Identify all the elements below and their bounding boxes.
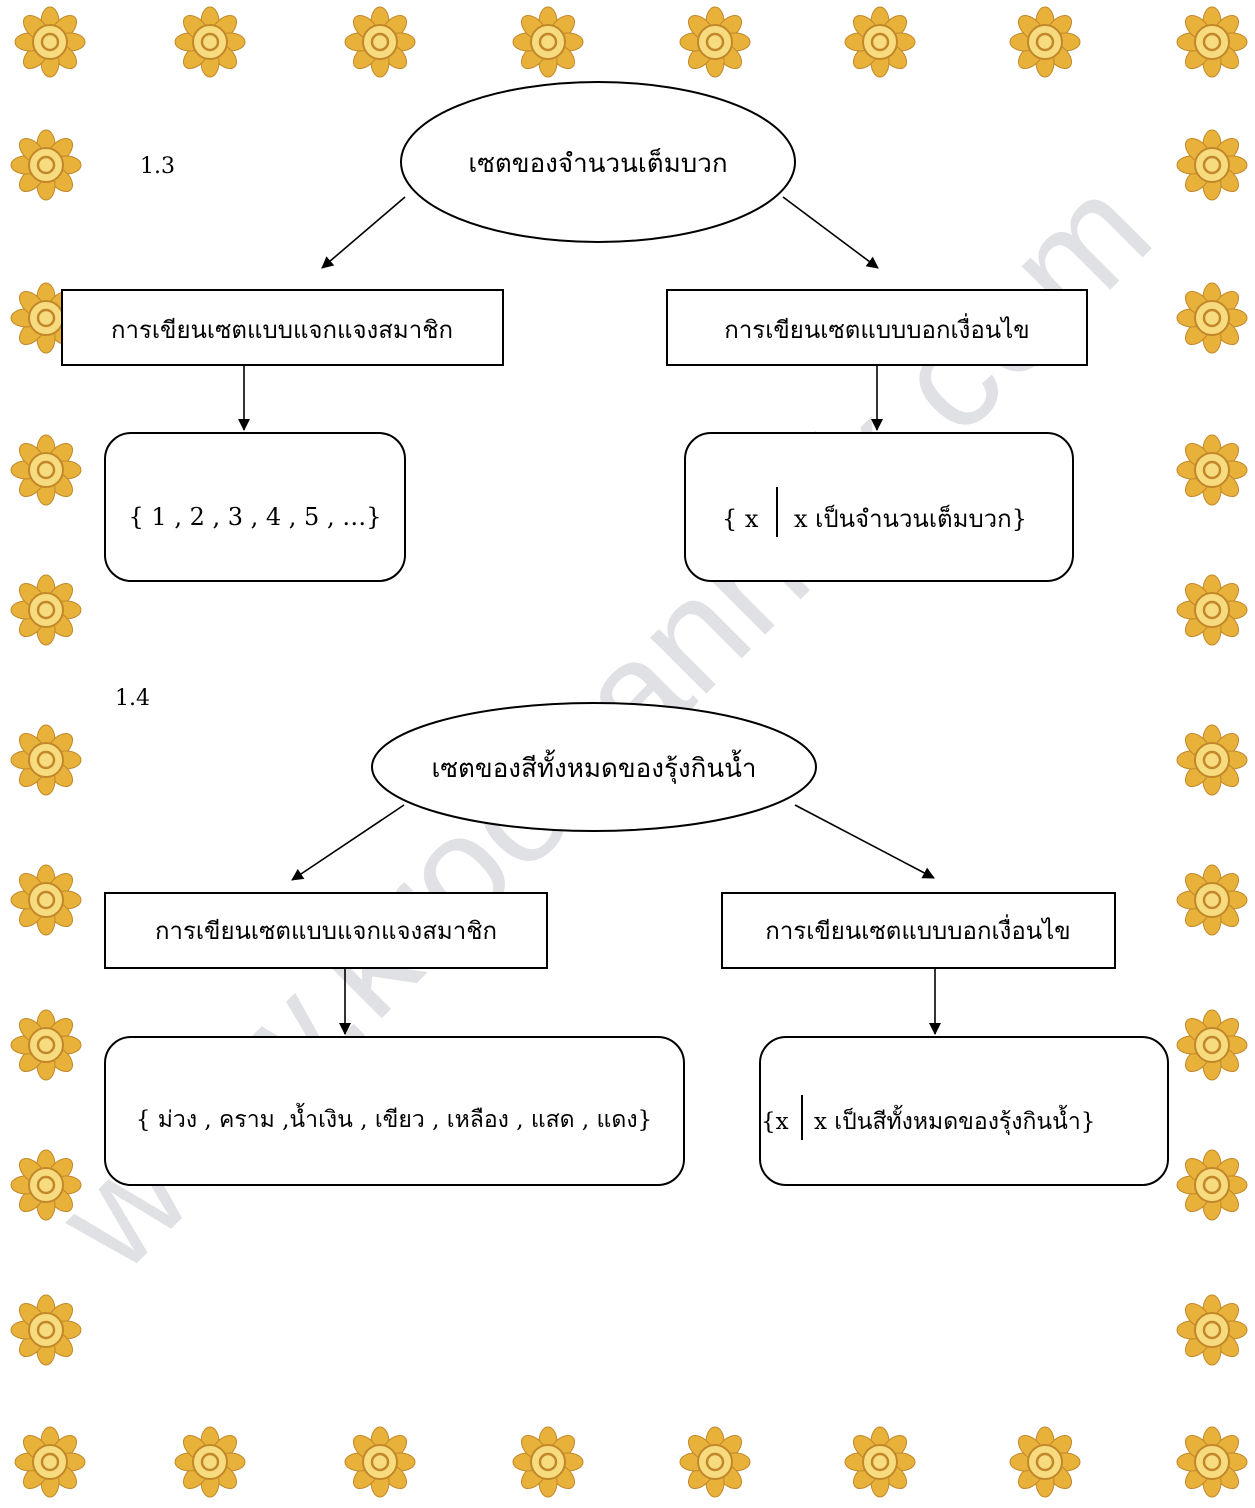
right-example-box [759, 1036, 1169, 1186]
flower-ornament-icon [1009, 6, 1081, 78]
flower-ornament-icon [174, 6, 246, 78]
flower-ornament-icon [14, 6, 86, 78]
root-label: เซตของจำนวนเต็มบวก [468, 147, 727, 179]
flower-ornament-icon [10, 864, 82, 936]
section-number: 1.4 [115, 686, 150, 711]
flower-ornament-icon [1176, 434, 1248, 506]
flower-ornament-icon [1009, 1426, 1081, 1498]
left-example-label: { 1 , 2 , 3 , 4 , 5 , …} [129, 503, 382, 531]
flower-ornament-icon [844, 6, 916, 78]
right-example-lead: {x [761, 1109, 789, 1135]
left-example-box [104, 1036, 685, 1186]
right-example-lead: { x [722, 505, 759, 533]
right-method-box [666, 289, 1088, 366]
left-method-box [104, 892, 548, 969]
flower-ornament-icon [10, 129, 82, 201]
flower-ornament-icon [844, 1426, 916, 1498]
flower-ornament-icon [512, 6, 584, 78]
arrow-root-to-right [782, 196, 879, 269]
flower-ornament-icon [1176, 1009, 1248, 1081]
flower-ornament-icon [1176, 864, 1248, 936]
flower-ornament-icon [10, 1294, 82, 1366]
flower-ornament-icon [1176, 1149, 1248, 1221]
flower-ornament-icon [174, 1426, 246, 1498]
right-example-rule: x เป็นจำนวนเต็มบวก} [794, 504, 1027, 533]
right-example-box [684, 432, 1074, 582]
flower-ornament-icon [10, 434, 82, 506]
flower-ornament-icon [1176, 1426, 1248, 1498]
flower-ornament-icon [679, 1426, 751, 1498]
flower-ornament-icon [1176, 1294, 1248, 1366]
section-number: 1.3 [140, 154, 175, 179]
section-1-3: 1.3 เซตของจำนวนเต็มบวก การเขียนเซตแบบแจก… [61, 81, 1088, 582]
flower-ornament-icon [1176, 574, 1248, 646]
flower-ornament-icon [14, 1426, 86, 1498]
left-method-label: การเขียนเซตแบบแจกแจงสมาชิก [111, 316, 453, 344]
flower-ornament-icon [1176, 6, 1248, 78]
root-ellipse [400, 81, 796, 243]
arrow-root-to-right [794, 804, 935, 879]
flower-border [10, 6, 1248, 1498]
right-method-label: การเขียนเซตแบบบอกเงื่อนไข [724, 313, 1029, 344]
left-method-box [61, 289, 504, 366]
root-label: เซตของสีทั้งหมดของรุ้งกินน้ำ [432, 749, 757, 784]
right-example-rule: x เป็นสีทั้งหมดของรุ้งกินน้ำ} [814, 1105, 1095, 1135]
flower-ornament-icon [344, 6, 416, 78]
flower-ornament-icon [10, 724, 82, 796]
flower-ornament-icon [1176, 724, 1248, 796]
flower-ornament-icon [10, 1009, 82, 1081]
flower-ornament-icon [10, 574, 82, 646]
right-method-label: การเขียนเซตแบบบอกเงื่อนไข [765, 914, 1070, 945]
flower-ornament-icon [344, 1426, 416, 1498]
flower-ornament-icon [10, 1149, 82, 1221]
root-ellipse [371, 702, 817, 832]
arrow-root-to-left [291, 804, 405, 881]
flower-ornament-icon [1176, 129, 1248, 201]
left-example-box [104, 432, 406, 582]
flower-ornament-icon [1176, 282, 1248, 354]
flower-ornament-icon [512, 1426, 584, 1498]
left-method-label: การเขียนเซตแบบแจกแจงสมาชิก [155, 917, 497, 945]
right-method-box [721, 892, 1116, 969]
left-example-label: { ม่วง , คราม ,น้ำเงิน , เขียว , เหลือง … [136, 1103, 652, 1133]
arrow-root-to-left [321, 196, 406, 269]
section-1-4: 1.4 เซตของสีทั้งหมดของรุ้งกินน้ำ การเขีย… [104, 686, 1169, 1186]
flower-ornament-icon [679, 6, 751, 78]
